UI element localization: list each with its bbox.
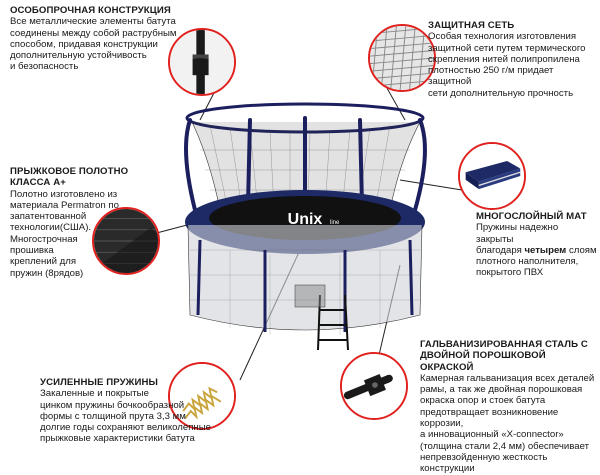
mat-logo-suffix: line <box>330 220 340 226</box>
feature-steel-desc: Камерная гальванизация всех деталей рамы… <box>420 372 595 475</box>
feature-springs: УСИЛЕННЫЕ ПРУЖИНЫ Закаленные и покрытые … <box>40 377 220 445</box>
feature-net-title: ЗАЩИТНАЯ СЕТЬ <box>428 20 515 31</box>
net-material-image <box>368 24 436 92</box>
feature-mat-desc-bold: четырем <box>524 244 567 256</box>
feature-construction-title: ОСОБОПРОЧНАЯ КОНСТРУКЦИЯ <box>10 5 171 16</box>
springs-image <box>168 362 236 430</box>
feature-steel-title-2: ДВОЙНОЙ ПОРОШКОВОЙ ОКРАСКОЙ <box>420 350 546 373</box>
mat-logo: Unix <box>288 211 323 228</box>
feature-canvas: ПРЫЖКОВОЕ ПОЛОТНО КЛАССА А+ Полотно изго… <box>10 166 130 279</box>
feature-net: ЗАЩИТНАЯ СЕТЬ Особая технология изготовл… <box>428 20 598 99</box>
feature-canvas-desc: Полотно изготовлено из материала Permatr… <box>10 188 119 279</box>
feature-steel-title-1: ГАЛЬВАНИЗИРОВАННАЯ СТАЛЬ С <box>420 339 588 350</box>
steel-connector-image <box>340 352 408 420</box>
feature-mat: МНОГОСЛОЙНЫЙ МАТ Пружины надежно закрыты… <box>476 211 598 279</box>
feature-net-desc: Особая технология изготовления защитной … <box>428 31 586 99</box>
frame-joint-image <box>168 28 236 96</box>
feature-canvas-title-2: КЛАССА А+ <box>10 177 66 189</box>
feature-mat-desc-after: слоям плотного наполнителя, покрытого ПВ… <box>476 244 597 279</box>
feature-construction-desc: Все металлические элементы батута соедин… <box>10 16 177 73</box>
jumping-canvas-image <box>92 207 160 275</box>
feature-springs-title: УСИЛЕННЫЕ ПРУЖИНЫ <box>40 377 158 388</box>
feature-mat-desc: Пружины надежно закрыты благодаря четыре… <box>476 222 598 278</box>
feature-mat-desc-before: Пружины надежно закрыты благодаря <box>476 222 559 256</box>
feature-steel: ГАЛЬВАНИЗИРОВАННАЯ СТАЛЬ С ДВОЙНОЙ ПОРОШ… <box>420 339 598 475</box>
feature-springs-desc: Закаленные и покрытые цинком пружины боч… <box>40 388 211 445</box>
feature-canvas-title-1: ПРЫЖКОВОЕ ПОЛОТНО <box>10 166 129 177</box>
feature-construction: ОСОБОПРОЧНАЯ КОНСТРУКЦИЯ Все металлическ… <box>10 5 180 73</box>
trampoline-illustration: Unix line <box>184 102 427 351</box>
safety-mat-image <box>458 142 526 210</box>
feature-mat-title: МНОГОСЛОЙНЫЙ МАТ <box>476 211 587 222</box>
